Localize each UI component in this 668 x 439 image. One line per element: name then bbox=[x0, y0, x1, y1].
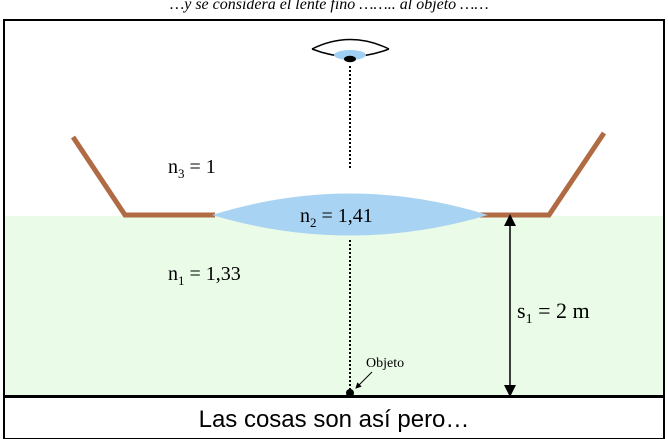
label-n3: n3 = 1 bbox=[168, 156, 216, 181]
object-pointer-arrow bbox=[355, 371, 373, 389]
thin-lens bbox=[212, 193, 488, 236]
label-n1: n1 = 1,33 bbox=[168, 263, 241, 288]
pool-wall-left bbox=[70, 135, 215, 218]
caption-band bbox=[3, 396, 665, 439]
object-point-icon bbox=[346, 389, 354, 397]
caption: Las cosas son así pero… bbox=[199, 406, 470, 433]
water-region bbox=[5, 216, 663, 395]
eye-icon bbox=[311, 38, 390, 63]
label-s1: s1 = 2 m bbox=[517, 298, 590, 327]
label-n2: n2 = 1,41 bbox=[300, 205, 373, 230]
top-text-fragment: …y se considera el lente fino …….. al ob… bbox=[170, 0, 489, 13]
pool-wall-right bbox=[480, 131, 607, 218]
label-object: Objeto bbox=[366, 356, 404, 371]
